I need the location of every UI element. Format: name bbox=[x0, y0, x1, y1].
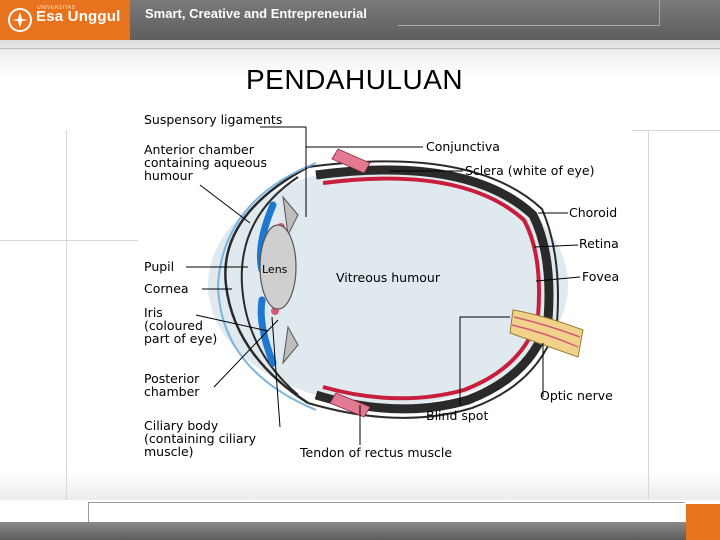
decor-line bbox=[0, 240, 138, 241]
brand-logo[interactable]: UNIVERSITAS Esa Unggul bbox=[0, 0, 130, 40]
leader-anterior bbox=[200, 185, 250, 223]
tagline: Smart, Creative and Entrepreneurial bbox=[145, 6, 367, 21]
decor-line bbox=[632, 130, 720, 131]
label-iris-3: part of eye) bbox=[144, 331, 217, 346]
header-divider-end bbox=[659, 0, 660, 26]
label-retina: Retina bbox=[579, 236, 619, 251]
decor-line bbox=[66, 130, 67, 500]
label-pupil: Pupil bbox=[144, 259, 174, 274]
label-ciliary-body-3: muscle) bbox=[144, 444, 194, 459]
label-suspensory-ligaments: Suspensory ligaments bbox=[144, 112, 282, 127]
leader-conjunctiva bbox=[306, 147, 423, 160]
header-divider bbox=[398, 25, 660, 26]
label-lens: Lens bbox=[262, 263, 288, 276]
label-vitreous-humour: Vitreous humour bbox=[336, 270, 441, 285]
footer-bar bbox=[0, 522, 720, 540]
eye-diagram: Suspensory ligaments Anterior chamber co… bbox=[138, 105, 632, 465]
label-posterior-chamber-2: chamber bbox=[144, 384, 200, 399]
university-emblem-icon bbox=[8, 8, 32, 32]
slide-title: PENDAHULUAN bbox=[246, 64, 463, 96]
label-choroid: Choroid bbox=[569, 205, 617, 220]
label-conjunctiva: Conjunctiva bbox=[426, 139, 500, 154]
label-optic-nerve: Optic nerve bbox=[540, 388, 613, 403]
label-cornea: Cornea bbox=[144, 281, 189, 296]
footer-accent bbox=[686, 504, 720, 540]
label-blind-spot: Blind spot bbox=[426, 408, 488, 423]
footer-frame bbox=[88, 502, 685, 522]
decor-line bbox=[648, 130, 649, 500]
decor-line bbox=[0, 48, 720, 49]
label-sclera: Sclera (white of eye) bbox=[465, 163, 594, 178]
brand-name: Esa Unggul bbox=[36, 8, 121, 25]
label-tendon: Tendon of rectus muscle bbox=[299, 445, 452, 460]
eye-diagram-svg: Suspensory ligaments Anterior chamber co… bbox=[138, 105, 632, 465]
label-anterior-chamber-3: humour bbox=[144, 168, 194, 183]
header-bar: UNIVERSITAS Esa Unggul Smart, Creative a… bbox=[0, 0, 720, 40]
label-fovea: Fovea bbox=[582, 269, 619, 284]
